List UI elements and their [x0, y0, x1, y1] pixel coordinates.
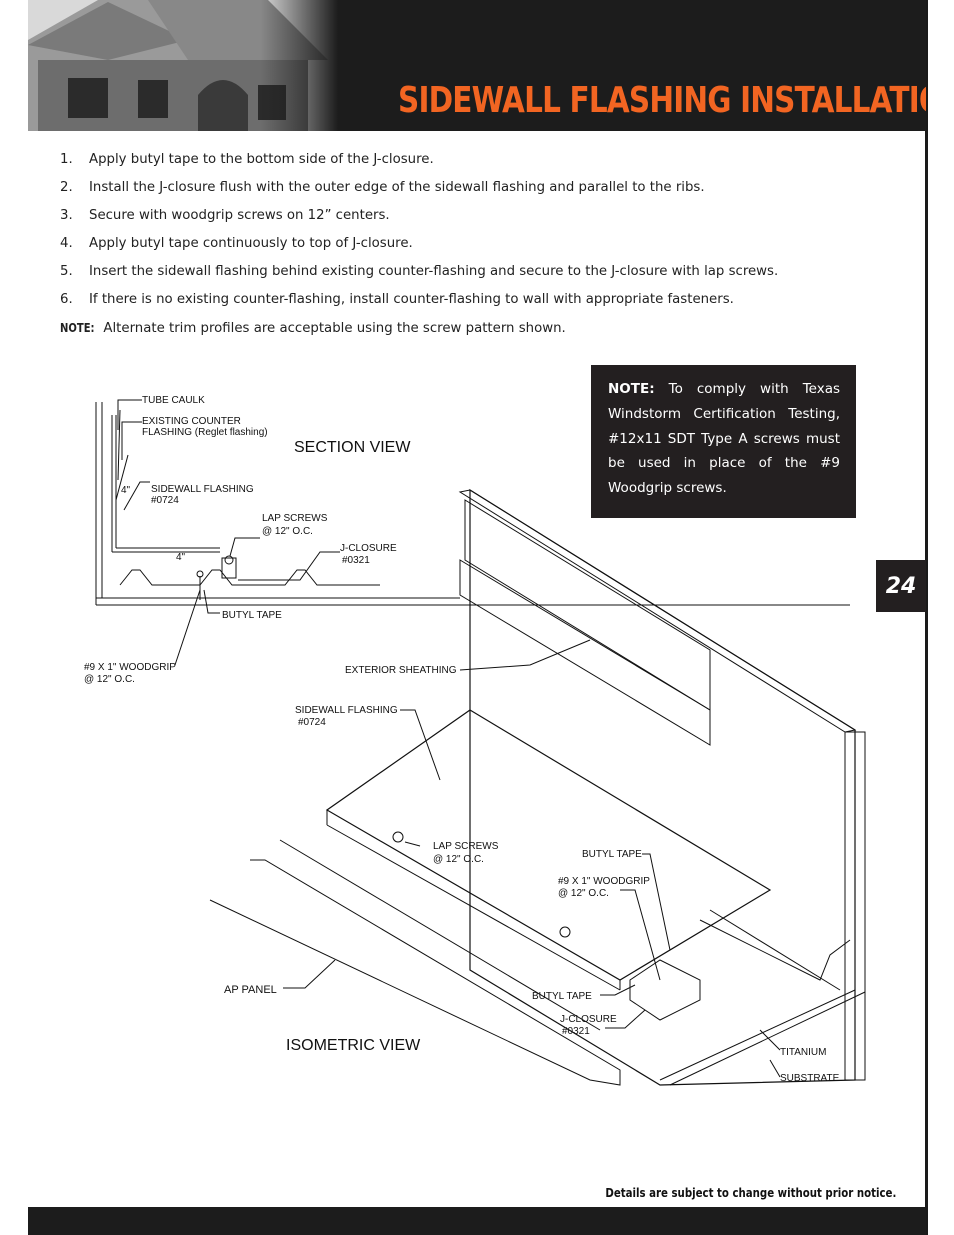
- label-iso-part-0321: #0321: [562, 1026, 590, 1037]
- note-line: NOTE: Alternate trim profiles are accept…: [60, 320, 566, 336]
- step-text: Apply butyl tape to the bottom side of t…: [89, 152, 434, 167]
- house-photo: [28, 0, 338, 131]
- label-tube-caulk: TUBE CAULK: [142, 395, 205, 406]
- label-exterior-sheathing: EXTERIOR SHEATHING: [345, 665, 457, 676]
- step-item: 2. Install the J-closure flush with the o…: [60, 180, 860, 208]
- label-ap-panel: AP PANEL: [224, 984, 277, 996]
- note-label: NOTE:: [60, 320, 95, 335]
- step-number: 3.: [60, 208, 73, 223]
- flashing-diagram: TUBE CAULK EXISTING COUNTER FLASHING (Re…: [84, 395, 866, 1086]
- label-iso-butyl-tape-bottom: BUTYL TAPE: [532, 991, 592, 1002]
- step-text: Secure with woodgrip screws on 12” cente…: [89, 208, 390, 223]
- label-iso-lap-screws: LAP SCREWS: [433, 841, 499, 852]
- steps-list: 1. Apply butyl tape to the bottom side of…: [60, 152, 860, 320]
- label-butyl-tape: BUTYL TAPE: [222, 610, 282, 621]
- step-number: 1.: [60, 152, 73, 167]
- note-text: Alternate trim profiles are acceptable u…: [103, 321, 566, 336]
- label-iso-woodgrip-spacing: @ 12" O.C.: [558, 888, 609, 899]
- isometric-view-title: ISOMETRIC VIEW: [286, 1037, 421, 1054]
- label-lap-screws: LAP SCREWS: [262, 513, 328, 524]
- step-item: 5. Insert the sidewall flashing behind ex…: [60, 264, 860, 292]
- footer-bar: [28, 1207, 926, 1235]
- step-number: 2.: [60, 180, 73, 195]
- header-bar: SIDEWALL FLASHING INSTALLATION: [28, 0, 926, 131]
- label-existing-counter: EXISTING COUNTER: [142, 416, 241, 427]
- label-sidewall-flashing: SIDEWALL FLASHING: [151, 484, 254, 495]
- step-item: 6. If there is no existing counter-flashi…: [60, 292, 860, 320]
- label-part-0321: #0321: [342, 555, 370, 566]
- label-lap-spacing: @ 12" O.C.: [262, 526, 313, 537]
- windstorm-note-box: NOTE: To comply with Texas Windstorm Cer…: [591, 365, 856, 518]
- step-number: 6.: [60, 292, 73, 307]
- label-iso-part-0724: #0724: [298, 717, 326, 728]
- label-woodgrip-spacing: @ 12" O.C.: [84, 674, 135, 685]
- label-titanium: TITANIUM: [780, 1047, 826, 1058]
- label-iso-j-closure: J-CLOSURE: [560, 1014, 617, 1025]
- step-item: 1. Apply butyl tape to the bottom side of…: [60, 152, 860, 180]
- label-reglet: FLASHING (Reglet flashing): [142, 427, 268, 438]
- step-text: Install the J-closure flush with the out…: [89, 180, 705, 195]
- isometric-drawing: [209, 488, 866, 1086]
- step-number: 5.: [60, 264, 73, 279]
- step-text: Apply butyl tape continuously to top of …: [89, 236, 413, 251]
- dim-horizontal: 4": [176, 552, 186, 563]
- label-iso-woodgrip: #9 X 1" WOODGRIP: [558, 876, 650, 887]
- section-view-drawing: [95, 402, 850, 606]
- label-iso-butyl-tape-top: BUTYL TAPE: [582, 849, 642, 860]
- page-number-tab: 24: [876, 560, 926, 612]
- section-leaders: [117, 399, 340, 666]
- step-number: 4.: [60, 236, 73, 251]
- footer-disclaimer: Details are subject to change without pr…: [605, 1186, 896, 1200]
- step-item: 4. Apply butyl tape continuously to top o…: [60, 236, 860, 264]
- step-item: 3. Secure with woodgrip screws on 12” cen…: [60, 208, 860, 236]
- page-edge-rule: [925, 0, 928, 1235]
- label-woodgrip: #9 X 1" WOODGRIP: [84, 662, 176, 673]
- section-view-title: SECTION VIEW: [294, 439, 411, 456]
- isometric-leaders: [283, 639, 781, 1078]
- label-substrate: SUBSTRATE: [780, 1073, 840, 1084]
- step-text: If there is no existing counter-flashing…: [89, 292, 734, 307]
- callout-label: NOTE:: [608, 381, 655, 397]
- label-iso-sidewall-flashing: SIDEWALL FLASHING: [295, 705, 398, 716]
- label-j-closure: J-CLOSURE: [340, 543, 397, 554]
- page-title: SIDEWALL FLASHING INSTALLATION: [398, 80, 926, 121]
- step-text: Insert the sidewall flashing behind exis…: [89, 264, 779, 279]
- callout-text: To comply with Texas Windstorm Certifica…: [608, 381, 841, 497]
- label-part-0724: #0724: [151, 495, 179, 506]
- page-number: 24: [885, 573, 917, 599]
- label-iso-lap-spacing: @ 12" O.C.: [433, 854, 484, 865]
- dim-vertical: 4": [121, 485, 131, 496]
